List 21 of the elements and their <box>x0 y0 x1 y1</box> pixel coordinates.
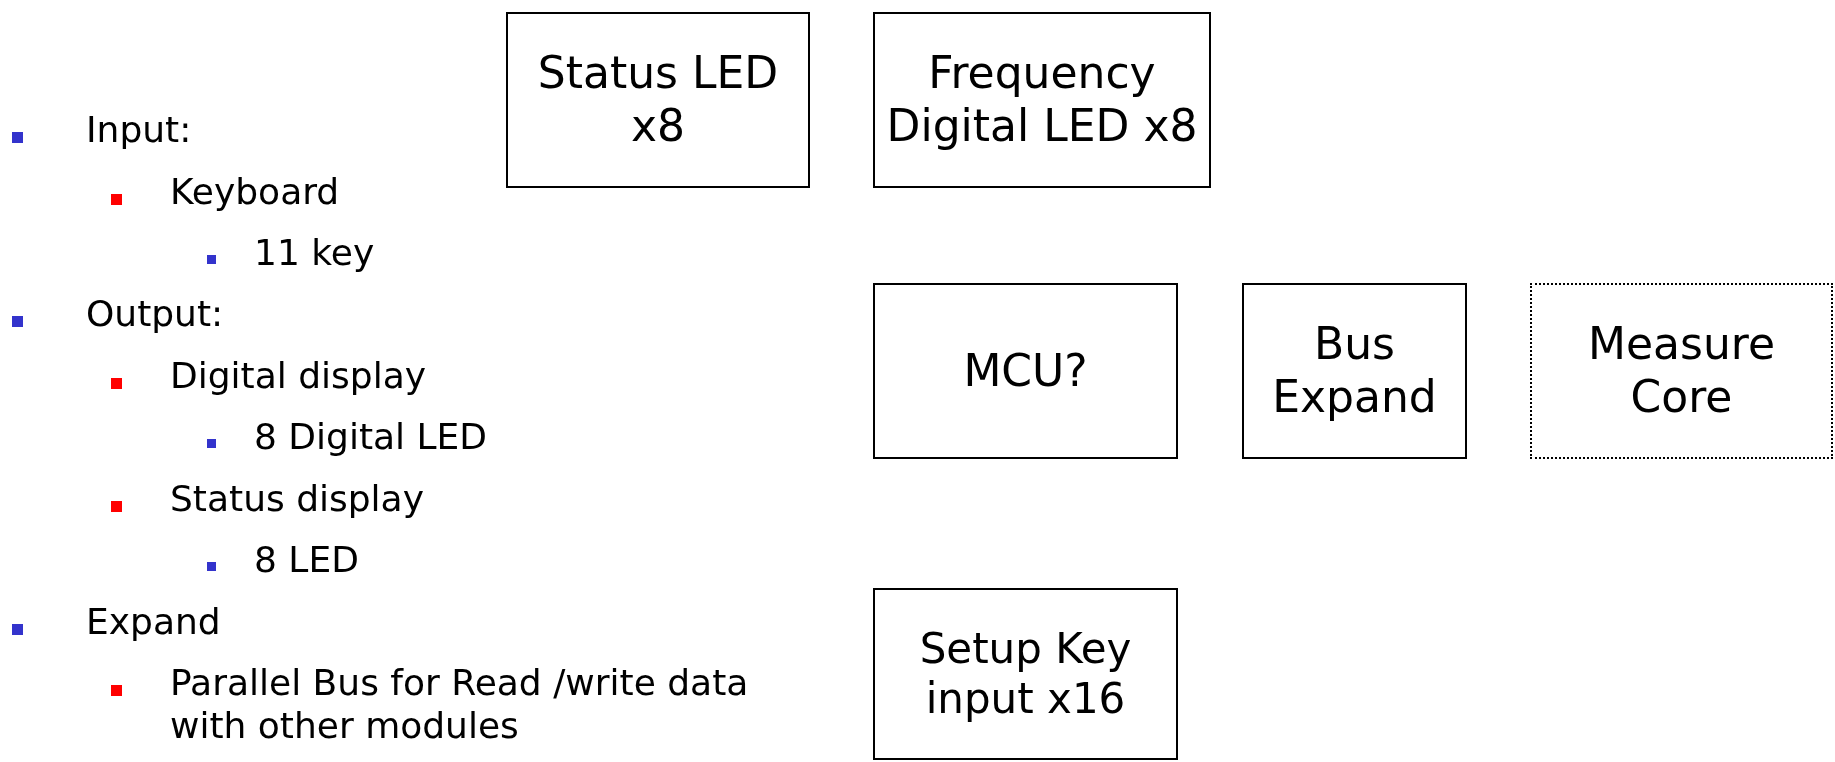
block-box <box>1242 283 1467 459</box>
block-label: MCU? <box>962 344 1089 398</box>
block-box <box>873 283 1178 459</box>
block-box <box>873 588 1178 760</box>
block-label: Status LED x8 <box>536 47 780 153</box>
bullet-text: 11 key <box>254 231 376 275</box>
bullet-text: Status display <box>170 477 425 521</box>
block-box <box>1530 283 1833 459</box>
block-box <box>873 12 1211 188</box>
block-label: Frequency Digital LED x8 <box>885 47 1199 153</box>
bullet-text: Keyboard <box>170 170 341 214</box>
bullet-text: 8 LED <box>254 538 360 582</box>
block-label: Measure Core <box>1587 318 1776 424</box>
block-label: Setup Key input x16 <box>918 623 1133 725</box>
bullet-text: Output: <box>86 292 225 336</box>
bullet-text: 8 Digital LED <box>254 415 489 459</box>
block-label: Bus Expand <box>1271 318 1438 424</box>
bullet-text: Parallel Bus for Read /write data with other modules <box>170 661 750 748</box>
bullet-text: Digital display <box>170 354 428 398</box>
bullet-text: Expand <box>86 600 222 644</box>
block-box <box>506 12 810 188</box>
